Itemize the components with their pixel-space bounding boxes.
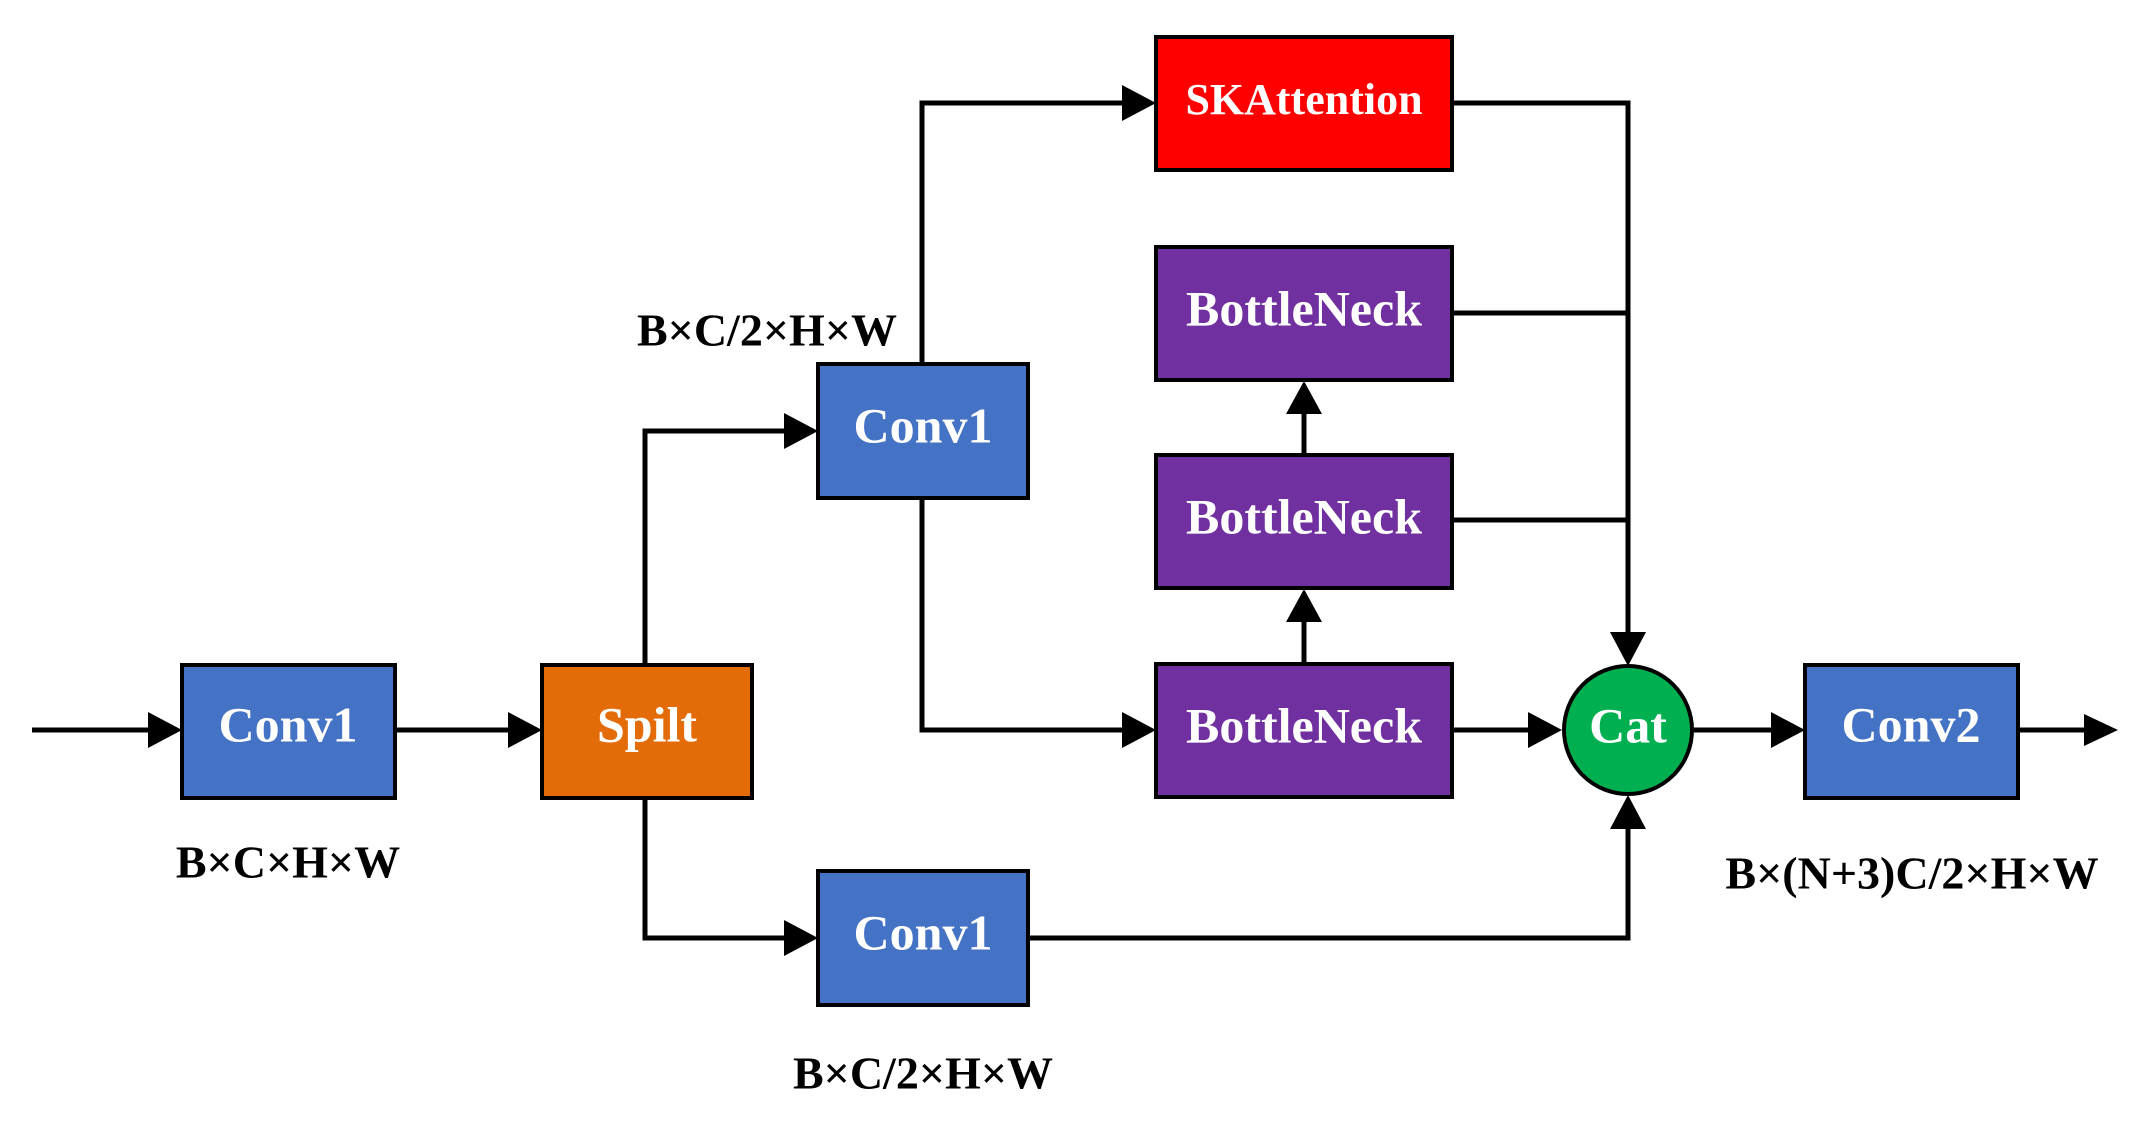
conv1-bottom-box: [816, 869, 1030, 1007]
block-cat: Cat: [1562, 664, 1694, 796]
conv2-box: [1803, 663, 2020, 800]
bottleneck-3-label: BottleNeck: [1186, 280, 1422, 336]
skattention-label: SKAttention: [1185, 75, 1422, 124]
arrowhead: [1122, 85, 1156, 121]
arrowhead: [1286, 589, 1322, 622]
conv1-top-label: Conv1: [854, 397, 993, 453]
connections: [32, 85, 2118, 956]
skattention-box: [1154, 35, 1454, 172]
top-conv1-to-skattention: [919, 100, 1123, 364]
block-bottleneck-1: BottleNeck: [1154, 662, 1454, 799]
block-bottleneck-3: BottleNeck: [1154, 245, 1454, 382]
split-to-bottom-conv1: [642, 798, 785, 941]
block-conv2: Conv2: [1803, 663, 2020, 800]
dim-top-branch: B×C/2×H×W: [637, 305, 897, 356]
dim-bottom-branch: B×C/2×H×W: [793, 1048, 1053, 1099]
dim-output: B×(N+3)C/2×H×W: [1725, 848, 2098, 899]
block-conv1-input: Conv1: [180, 663, 397, 800]
bottleneck-3-box: [1154, 245, 1454, 382]
cat-circle: [1562, 664, 1694, 796]
skattention-to-cat: [1452, 100, 1631, 632]
arrowhead: [1286, 381, 1322, 414]
arrowhead: [1771, 712, 1805, 748]
bottom-conv1-to-cat: [1028, 828, 1631, 941]
split-label: Spilt: [597, 696, 697, 752]
conv1-input-label: Conv1: [219, 696, 358, 752]
block-bottleneck-2: BottleNeck: [1154, 453, 1454, 590]
arrowhead: [508, 712, 542, 748]
split-box: [540, 663, 754, 800]
conv1-input-box: [180, 663, 397, 800]
arrowhead: [784, 413, 818, 449]
arrowhead: [1610, 795, 1646, 829]
cat-label: Cat: [1589, 697, 1667, 753]
top-conv1-to-bottleneck: [919, 498, 1123, 733]
arrowhead: [1122, 712, 1156, 748]
arrowhead: [148, 712, 182, 748]
block-skattention: SKAttention: [1154, 35, 1454, 172]
dim-input: B×C×H×W: [176, 837, 400, 888]
block-conv1-bottom: Conv1: [816, 869, 1030, 1007]
bottleneck-1-box: [1154, 662, 1454, 799]
block-conv1-top: Conv1: [816, 362, 1030, 500]
bottleneck-2-label: BottleNeck: [1186, 488, 1422, 544]
split-to-top-conv1: [642, 428, 785, 665]
conv1-top-box: [816, 362, 1030, 500]
arrowhead: [1610, 632, 1646, 666]
arrowhead: [2084, 714, 2118, 746]
bottleneck-1-label: BottleNeck: [1186, 697, 1422, 753]
arrowhead: [1528, 712, 1562, 748]
arrowhead: [784, 920, 818, 956]
block-split: Spilt: [540, 663, 754, 800]
bottleneck-2-box: [1154, 453, 1454, 590]
conv2-label: Conv2: [1842, 696, 1981, 752]
conv1-bottom-label: Conv1: [854, 904, 993, 960]
